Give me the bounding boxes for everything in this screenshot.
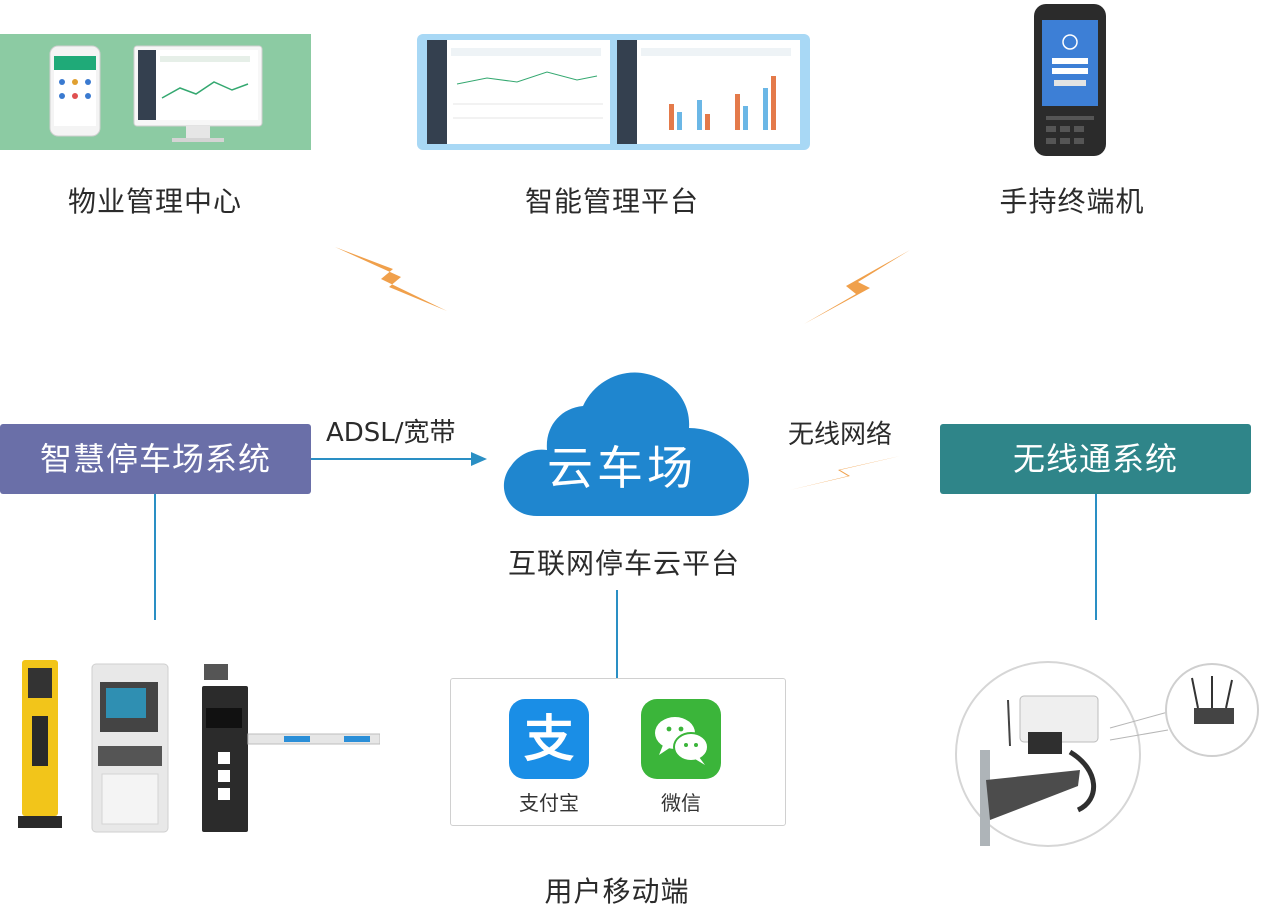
smart-platform-image <box>417 34 810 150</box>
parking-equipment-image <box>14 656 380 840</box>
cloud-label: 云车场 <box>547 441 697 495</box>
smart-platform-label: 智能管理平台 <box>524 185 699 218</box>
alipay-label: 支付宝 <box>519 791 579 815</box>
alipay-icon[interactable]: 支 <box>509 699 589 779</box>
handheld-terminal-image <box>1032 2 1108 158</box>
right-connector-line <box>1095 494 1097 620</box>
wechat-label: 微信 <box>661 791 701 815</box>
left-connector-line <box>154 494 156 620</box>
adsl-arrow <box>311 450 489 470</box>
mobile-payment-panel: 支 支付宝 微信 <box>450 678 786 826</box>
cloud-platform-caption: 互联网停车云平台 <box>507 547 740 580</box>
adsl-link-label: ADSL/宽带 <box>326 418 456 448</box>
lightning-icon-top-right <box>802 248 917 326</box>
mobile-caption: 用户移动端 <box>544 875 690 908</box>
lightning-icon-right <box>788 452 903 492</box>
alipay-glyph: 支 <box>524 710 574 768</box>
smart-parking-system-box: 智慧停车场系统 <box>0 424 311 494</box>
cloud-icon <box>497 368 752 520</box>
center-connector-line <box>616 590 618 678</box>
wechat-icon[interactable] <box>641 699 721 779</box>
property-center-image <box>0 34 311 150</box>
property-center-label: 物业管理中心 <box>67 185 242 218</box>
wireless-camera-image <box>950 660 1268 850</box>
wireless-system-box: 无线通系统 <box>940 424 1251 494</box>
handheld-terminal-label: 手持终端机 <box>999 185 1145 218</box>
lightning-icon-top-left <box>335 245 450 315</box>
wireless-link-label: 无线网络 <box>788 420 893 450</box>
